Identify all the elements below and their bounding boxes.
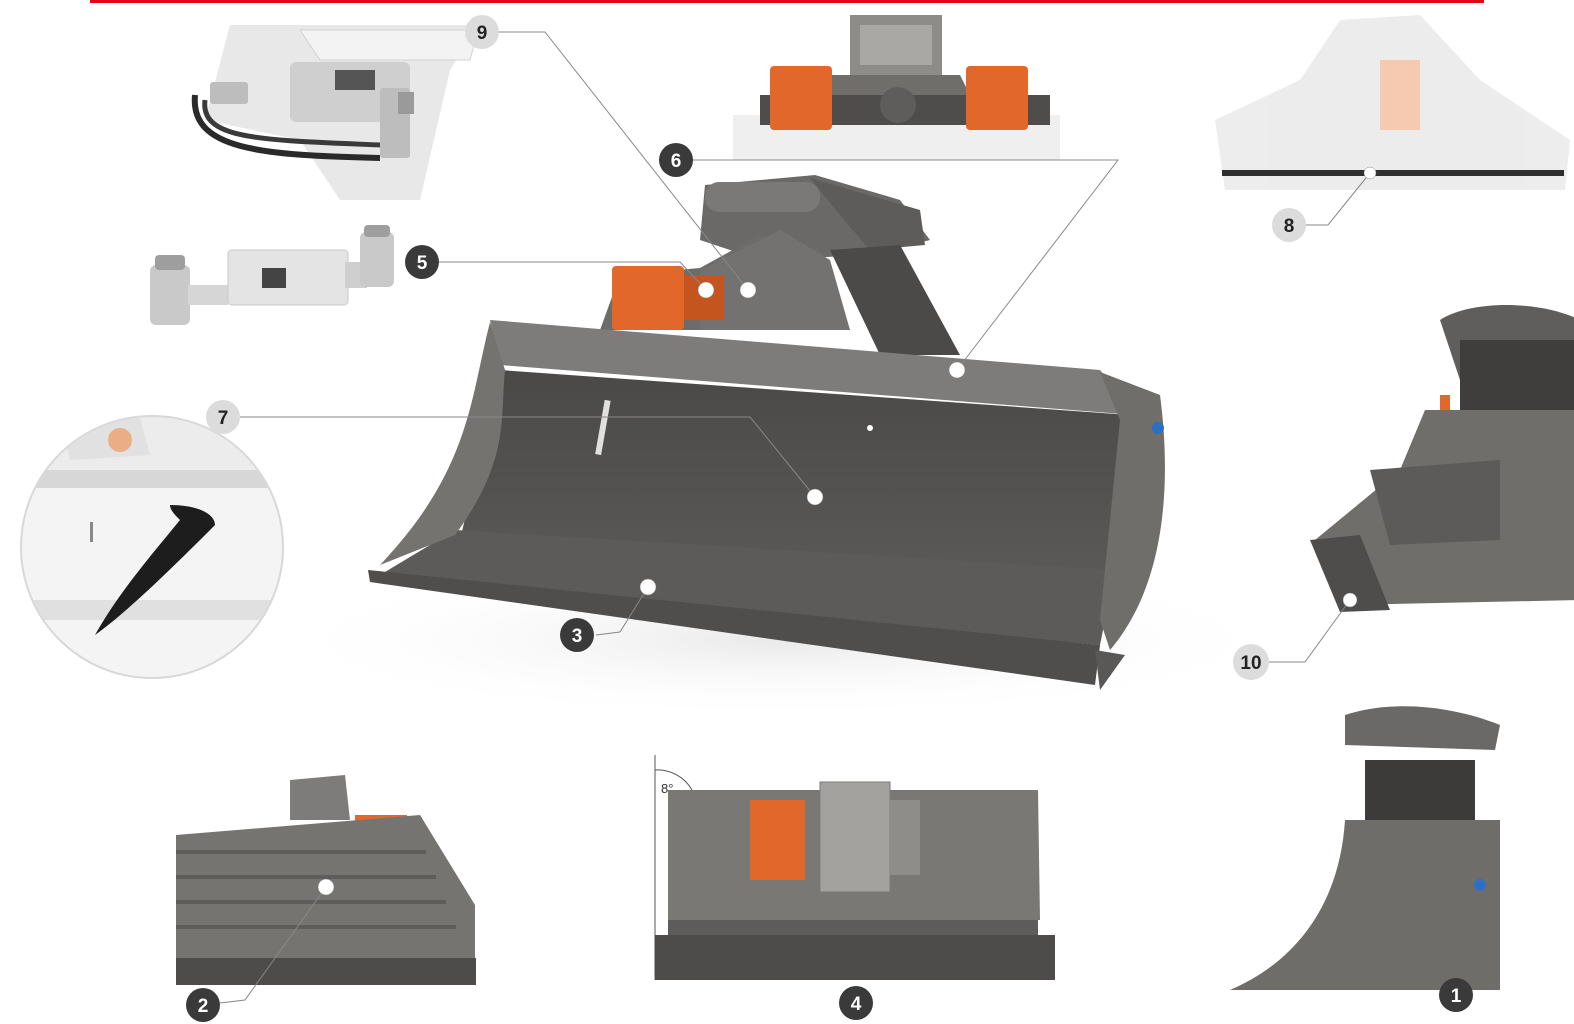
- rotation-cylinder-icon: [150, 225, 394, 325]
- top-accent-bar: [90, 0, 1484, 3]
- callout-6: 6: [659, 143, 693, 177]
- callout-6-label: 6: [671, 151, 682, 172]
- callout-4: 4: [839, 986, 873, 1020]
- callout-3-label: 3: [572, 626, 583, 647]
- callout-9-label: 9: [477, 23, 488, 44]
- callout-1-label: 1: [1451, 986, 1462, 1007]
- main-tilt-bucket: [260, 175, 1300, 720]
- callout-7-label: 7: [218, 408, 229, 429]
- callout-8-label: 8: [1284, 216, 1295, 237]
- callout-2: 2: [186, 988, 220, 1022]
- callout-4-label: 4: [851, 994, 862, 1015]
- top-right-faded-bucket: [1215, 15, 1570, 190]
- bottom-center-bucket: [654, 755, 1055, 980]
- top-right-wear-strip: [1222, 170, 1564, 176]
- callout-9: 9: [465, 15, 499, 49]
- top-view-bucket: [733, 15, 1060, 160]
- callout-8: 8: [1272, 208, 1306, 242]
- dot-markers: [317, 166, 1377, 896]
- callout-2-label: 2: [198, 996, 209, 1017]
- angle-label: 8°: [661, 781, 673, 796]
- callout-10: 10: [1233, 644, 1269, 680]
- callout-5-label: 5: [417, 253, 428, 274]
- wear-strip-detail-icon: [20, 415, 284, 679]
- callout-5: 5: [405, 245, 439, 279]
- right-side-bucket: [1310, 305, 1574, 612]
- callout-10-label: 10: [1240, 653, 1261, 674]
- hydraulic-valve-icon: [191, 25, 479, 200]
- bottom-right-side-bucket: [1230, 706, 1500, 990]
- callout-7: 7: [206, 400, 240, 434]
- bottom-left-bucket: [176, 775, 476, 985]
- leader-lines: [219, 31, 1371, 1004]
- callout-3: 3: [560, 618, 594, 652]
- callout-1: 1: [1439, 978, 1473, 1012]
